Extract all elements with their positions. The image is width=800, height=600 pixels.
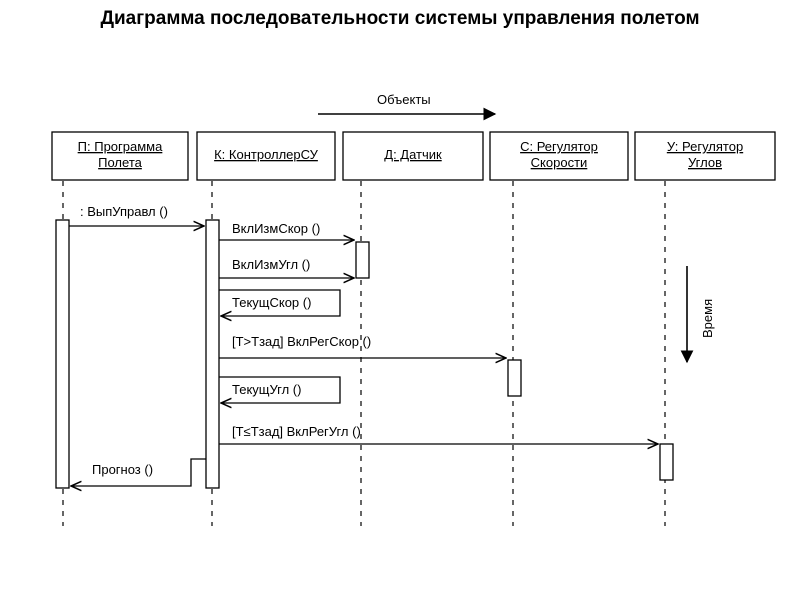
activations <box>55 219 674 489</box>
activation-sensor <box>355 241 370 279</box>
message-label: : ВыпУправл () <box>80 204 168 219</box>
object-box-program: П: Программа Полета <box>51 131 189 181</box>
message-arrow <box>219 289 341 316</box>
message-label: ВклИзмСкор () <box>232 221 320 236</box>
message-arrow <box>71 458 206 486</box>
activation-speed-regulator <box>507 359 522 397</box>
object-label-line: Полета <box>98 155 142 170</box>
object-label-line: П: Программа <box>78 139 163 154</box>
object-box-sensor: Д: Датчик <box>342 131 484 181</box>
diagram-title: Диаграмма последовательности системы упр… <box>100 8 700 29</box>
object-label-line: У: Регулятор <box>667 139 743 154</box>
lifelines <box>62 181 666 526</box>
object-label-line: К: КонтроллерСУ <box>214 147 318 162</box>
message-label: ВклИзмУгл () <box>232 257 310 272</box>
object-label-line: С: Регулятор <box>520 139 598 154</box>
object-label-line: Скорости <box>531 155 588 170</box>
message-label: Прогноз () <box>92 462 153 477</box>
object-box-angle-regulator: У: Регулятор Углов <box>634 131 776 181</box>
object-box-speed-regulator: С: Регулятор Скорости <box>489 131 629 181</box>
time-axis-label: Время <box>700 299 715 338</box>
objects-axis: Объекты <box>318 92 497 121</box>
message-label: ТекущУгл () <box>232 382 301 397</box>
message-label: ТекущСкор () <box>232 295 311 310</box>
message-label: [T≤Тзад] ВклРегУгл () <box>232 424 361 439</box>
message-labels: : ВыпУправл () ВклИзмСкор () ВклИзмУгл (… <box>80 204 371 477</box>
time-axis: Время <box>680 266 715 364</box>
activation-angle-regulator <box>659 443 674 481</box>
activation-program <box>55 219 70 489</box>
object-box-controller: К: КонтроллерСУ <box>196 131 336 181</box>
objects-axis-label: Объекты <box>377 92 431 107</box>
object-label-line: Углов <box>688 155 722 170</box>
message-arrow <box>219 376 341 403</box>
activation-controller <box>205 219 220 489</box>
message-label: [T>Тзад] ВклРегСкор () <box>232 334 371 349</box>
object-label-line: Д: Датчик <box>384 147 442 162</box>
messages <box>69 226 658 486</box>
